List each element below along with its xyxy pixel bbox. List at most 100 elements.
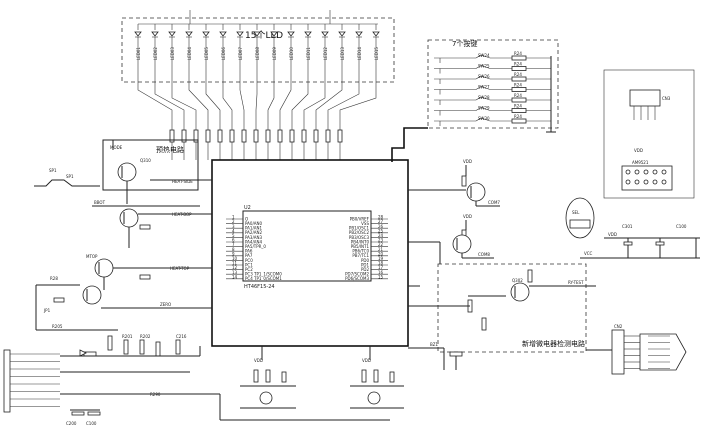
svg-text:R205: R205 — [52, 324, 63, 329]
key-5-switch — [475, 96, 491, 101]
heat-top-driver: HEAT-TOP MTOP — [86, 254, 200, 290]
transistor-q302 — [510, 282, 530, 302]
mcu-right-pin-7: PB5/INT1 — [351, 244, 370, 249]
svg-text:R28: R28 — [50, 276, 58, 281]
led-9-resistor — [265, 129, 271, 143]
mcu-left-pin-1: O — [245, 216, 248, 221]
led-3-resistor — [193, 129, 199, 143]
mcu-left-pin-13: PC3 TP1_1/SCOM0 — [245, 272, 282, 277]
cn3-frame — [603, 69, 695, 199]
led-7-resistor — [241, 129, 247, 143]
key-6-switch — [475, 107, 491, 111]
mcu-right-pin-4: PB2/OSC2 — [349, 230, 370, 235]
led-14-diode — [355, 31, 363, 37]
transistor-q314 — [452, 234, 472, 254]
mcu-right-pin-num-9: 20 — [378, 251, 384, 256]
svg-text:R290: R290 — [150, 392, 161, 397]
mcu-left-pin-12: PC2 — [245, 267, 253, 272]
led-12-resistor — [301, 129, 307, 143]
mcu-left-pin-num-2: 2 — [232, 219, 235, 224]
mcu-right-pin-9: PB7/TC1 — [352, 253, 369, 258]
mcu-right-pin-num-8: 21 — [378, 247, 384, 252]
mcu-left-pin-11: PC1 — [245, 262, 253, 267]
led-7-diode — [236, 31, 244, 37]
mcu-right-pin-13: PD7/SCOM2 — [345, 272, 369, 277]
led-4-label: LED04 — [187, 47, 192, 60]
key-4-res-label: R24 — [514, 83, 522, 88]
mcu-right-pin-num-3: 26 — [378, 224, 384, 229]
cn3-pin-2 — [634, 169, 640, 175]
mcu-left-pin-5: PA3/AN3 — [245, 235, 263, 240]
key-5-resistor — [511, 97, 527, 103]
led-6-resistor — [229, 129, 235, 143]
led-group-title: 15个LED — [245, 30, 283, 41]
key-2-label: SW25 — [478, 64, 490, 69]
led-2-label: LED02 — [153, 47, 158, 60]
led-14-label: LED14 — [357, 47, 362, 60]
led-1-diode — [134, 31, 142, 37]
svg-text:VDD: VDD — [463, 159, 472, 164]
mcu-left-pin-6: PA4/AN4 — [245, 239, 263, 244]
led-1-resistor — [169, 129, 175, 143]
mcu-right-pin-num-7: 22 — [378, 242, 384, 247]
svg-text:RY-TEST: RY-TEST — [568, 280, 584, 285]
mcu-left-pin-7: PA5/TPR_0 — [245, 244, 266, 249]
mcu-left-pin-3: PA1/AN1 — [245, 226, 263, 231]
mcu-left-pin-num-7: 7 — [232, 242, 235, 247]
key-1-switch — [475, 54, 491, 59]
selector-ellipse — [565, 197, 595, 239]
mcu-chip — [242, 210, 372, 282]
svg-text:SP1: SP1 — [49, 168, 57, 173]
key-group-frame — [427, 39, 559, 129]
svg-text:VDD: VDD — [254, 358, 263, 363]
svg-text:VDD: VDD — [463, 214, 472, 219]
cn3-pin-3 — [643, 169, 649, 175]
svg-text:ZERO: ZERO — [160, 302, 171, 307]
led-resistor-row — [169, 129, 343, 143]
svg-text:CN3: CN3 — [662, 96, 671, 101]
mcu-left-pin-num-8: 8 — [232, 247, 235, 252]
key-group-title: 7个按键 — [452, 39, 477, 48]
mcu-right-pin-6: PB4/INT0 — [351, 239, 370, 244]
led-12-label: LED12 — [323, 47, 328, 60]
key-4-switch — [475, 86, 491, 90]
mcu-right-pin-3: PB1/OSC1 — [349, 226, 370, 231]
mcu-right-pin-num-2: 27 — [378, 219, 384, 224]
sp1-switch: SP1 SP1 — [34, 168, 100, 187]
svg-text:BZ1: BZ1 — [430, 342, 438, 347]
svg-text:VDD: VDD — [362, 358, 371, 363]
svg-text:VDD: VDD — [608, 232, 617, 237]
mcu-right-pin-num-14: 15 — [378, 274, 384, 279]
power-rail: VDD C301 C100 VCC — [580, 224, 700, 259]
svg-text:C301: C301 — [622, 224, 633, 229]
svg-text:C100: C100 — [676, 224, 687, 229]
cn3-pin-8 — [643, 179, 649, 185]
led-11-label: LED11 — [306, 47, 311, 60]
svg-text:MTOP: MTOP — [86, 254, 98, 259]
mcu-left-pin-num-14: 14 — [232, 274, 238, 279]
key-3-switch — [475, 75, 491, 80]
led-9-label: LED09 — [272, 47, 277, 60]
led-6-diode — [219, 31, 227, 37]
led-4-diode — [185, 31, 193, 37]
preheat-q-ref: Q310 — [140, 158, 151, 163]
led-8-label: LED08 — [255, 47, 260, 60]
svg-text:C100: C100 — [86, 421, 97, 426]
mcu-left-pin-9: PA7 — [245, 253, 253, 258]
cn3-pin-6 — [625, 179, 631, 185]
led-3-label: LED03 — [170, 47, 175, 60]
led-5-label: LED05 — [204, 47, 209, 60]
mcu-right-pin-num-5: 24 — [378, 233, 384, 238]
led-10-resistor — [277, 129, 283, 143]
mcu-bottom-wires: BZ1 — [430, 342, 463, 370]
cn2-connector: CN2 — [611, 324, 687, 375]
svg-text:MODE: MODE — [110, 145, 123, 150]
key-5-res-label: R24 — [514, 93, 522, 98]
key-3-res-label: R24 — [514, 72, 522, 77]
zero-cross-circuit: ZERO R28 R205 — [35, 276, 200, 331]
svg-text:C216: C216 — [176, 334, 187, 339]
key-4-resistor — [511, 87, 527, 92]
